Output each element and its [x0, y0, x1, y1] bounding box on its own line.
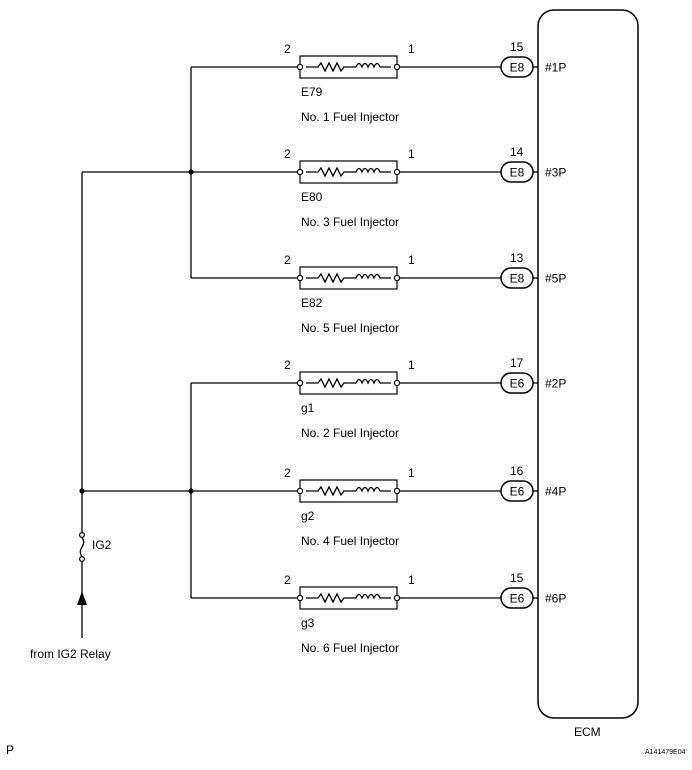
terminal-icon [296, 63, 304, 71]
ecm-connector-label: E8 [510, 61, 525, 75]
injector-name: No. 6 Fuel Injector [301, 641, 399, 655]
junction-dot [79, 488, 85, 494]
pin-number-right: 1 [408, 358, 415, 372]
ecm-terminal-label: #5P [545, 272, 566, 286]
pin-number-left: 2 [284, 147, 291, 161]
ecm-connector-capsule [500, 267, 534, 289]
terminal-icon [296, 274, 304, 282]
connector-label: g3 [301, 616, 315, 630]
resistor-coil-icon [306, 166, 391, 178]
terminal-icon [296, 487, 304, 495]
ecm-connector-capsule [500, 480, 534, 502]
terminal-icon [393, 168, 401, 176]
ecm-connector-label: E8 [510, 166, 525, 180]
ecm-connector-capsule [500, 587, 534, 609]
ecm-label: ECM [574, 725, 601, 739]
terminal-icon [296, 379, 304, 387]
injector-name: No. 5 Fuel Injector [301, 321, 399, 335]
source-label: from IG2 Relay [30, 647, 111, 661]
ecm-terminal-label: #6P [545, 592, 566, 606]
connector-label: g1 [301, 401, 315, 415]
ecm-terminal-label: #3P [545, 166, 566, 180]
pin-number-right: 1 [408, 253, 415, 267]
ecm-connector-capsule [500, 161, 534, 183]
ecm-terminal-label: #4P [545, 485, 566, 499]
ecm-box [537, 9, 639, 719]
resistor-coil-icon [306, 485, 391, 497]
resistor-coil-icon [306, 61, 391, 73]
terminal-icon [393, 63, 401, 71]
pin-number-left: 2 [284, 253, 291, 267]
ecm-connector-label: E6 [510, 592, 525, 606]
resistor-coil-icon [306, 377, 391, 389]
terminal-icon [393, 594, 401, 602]
ecm-connector-label: E8 [510, 272, 525, 286]
pin-number-right: 1 [408, 573, 415, 587]
injector-name: No. 1 Fuel Injector [301, 110, 399, 124]
connector-label: E79 [301, 85, 323, 99]
pin-number-left: 2 [284, 573, 291, 587]
pin-number-right: 1 [408, 42, 415, 56]
ecm-connector-capsule [500, 56, 534, 78]
injector-name: No. 3 Fuel Injector [301, 215, 399, 229]
connector-label: E80 [301, 190, 323, 204]
terminal-icon [393, 487, 401, 495]
ecm-connector-label: E6 [510, 485, 525, 499]
terminal-icon [296, 594, 304, 602]
ecm-pin-number: 17 [510, 356, 524, 370]
injector-name: No. 4 Fuel Injector [301, 534, 399, 548]
connector-label: g2 [301, 509, 315, 523]
arrow-up-icon [77, 591, 87, 605]
ecm-terminal-label: #2P [545, 377, 566, 391]
ecm-connector-capsule [500, 372, 534, 394]
supply-wire [81, 171, 191, 533]
fuse-ig2-icon [78, 531, 85, 600]
resistor-coil-icon [306, 592, 391, 604]
terminal-icon [393, 379, 401, 387]
pin-number-left: 2 [284, 358, 291, 372]
resistor-coil-icon [306, 272, 391, 284]
ecm-pin-number: 15 [510, 571, 524, 585]
ecm-terminal-label: #1P [545, 61, 566, 75]
ecm-connector-label: E6 [510, 377, 525, 391]
pin-number-right: 1 [408, 147, 415, 161]
figure-code: A141479E04 [645, 749, 686, 756]
ecm-pin-number: 16 [510, 464, 524, 478]
terminal-icon [296, 168, 304, 176]
injector-name: No. 2 Fuel Injector [301, 426, 399, 440]
terminal-icon [393, 274, 401, 282]
ecm-pin-number: 15 [510, 40, 524, 54]
connector-label: E82 [301, 296, 323, 310]
pin-number-left: 2 [284, 42, 291, 56]
pin-number-left: 2 [284, 466, 291, 480]
ecm-pin-number: 13 [510, 251, 524, 265]
page-mark: P [6, 743, 14, 757]
ecm-pin-number: 14 [510, 145, 524, 159]
fuse-label: IG2 [92, 538, 112, 552]
pin-number-right: 1 [408, 466, 415, 480]
